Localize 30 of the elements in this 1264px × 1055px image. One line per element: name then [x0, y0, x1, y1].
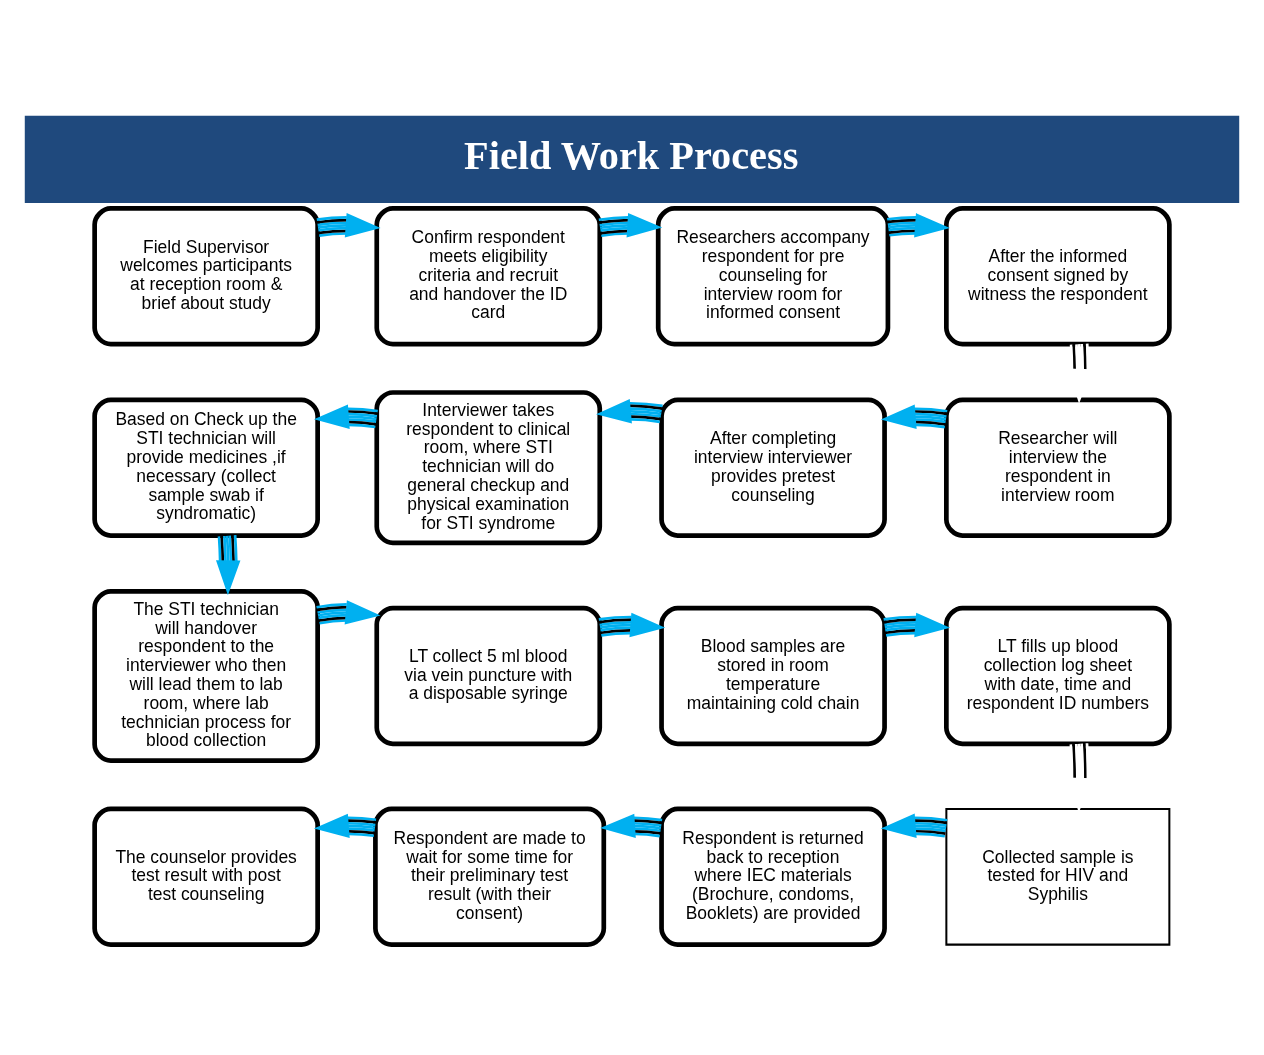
node-box: LT fills up blood collection log sheet with date, time and respondent ID numbers — [944, 605, 1172, 747]
arrow — [600, 813, 663, 839]
arrow — [880, 813, 948, 838]
node-box: Based on Check up the STI technician will provide medicines ,if necessary (collect sample swab if syndromatic) — [92, 397, 320, 538]
arrow — [883, 612, 951, 638]
diagram-title: Field Work Process — [464, 132, 799, 178]
node-box: Collected sample is tested for HIV and Syphilis — [945, 807, 1171, 946]
node-box: Interviewer takes respondent to clinical room, where STI technician will do general checkup and physical examination for STI syndrome — [374, 390, 603, 546]
node-box: Researchers accompany respondent for pre counseling for interview room for informed consent — [655, 206, 891, 347]
node-box: Researcher will interview the respondent in interview room — [944, 397, 1172, 538]
node-box: Field Supervisor welcomes participants at reception room & brief about study — [92, 206, 320, 347]
arrow — [215, 535, 241, 596]
node-box: The STI technician will handover respondent to the interviewer who then will lead them to lab room, where lab technician process for blood collection — [92, 588, 320, 763]
arrow — [316, 213, 381, 238]
arrow — [598, 213, 663, 238]
arrow — [880, 404, 948, 429]
node-box: After the informed consent signed by witness the respondent — [944, 206, 1172, 347]
node-box: After completing interview interviewer provides pretest counseling — [659, 397, 887, 538]
node-box: Confirm respondent meets eligibility criteria and recruit and handover the ID card — [374, 206, 603, 347]
node-box: Blood samples are stored in room temperature maintaining cold chain — [659, 605, 887, 747]
arrow — [316, 600, 381, 625]
arrow — [596, 399, 663, 424]
arrow — [886, 213, 950, 238]
arrow — [313, 813, 377, 839]
node-box: Respondent are made to wait for some time for their preliminary test result (with their consent) — [373, 806, 607, 947]
arrow — [598, 612, 666, 638]
node-box: Respondent is returned back to reception where IEC materials (Brochure, condoms, Booklets) are provided — [659, 806, 887, 947]
node-box: The counselor provides test result with post test counseling — [92, 806, 320, 947]
node-box: LT collect 5 ml blood via vein puncture with a disposable syringe — [374, 605, 603, 747]
arrow — [313, 404, 378, 429]
